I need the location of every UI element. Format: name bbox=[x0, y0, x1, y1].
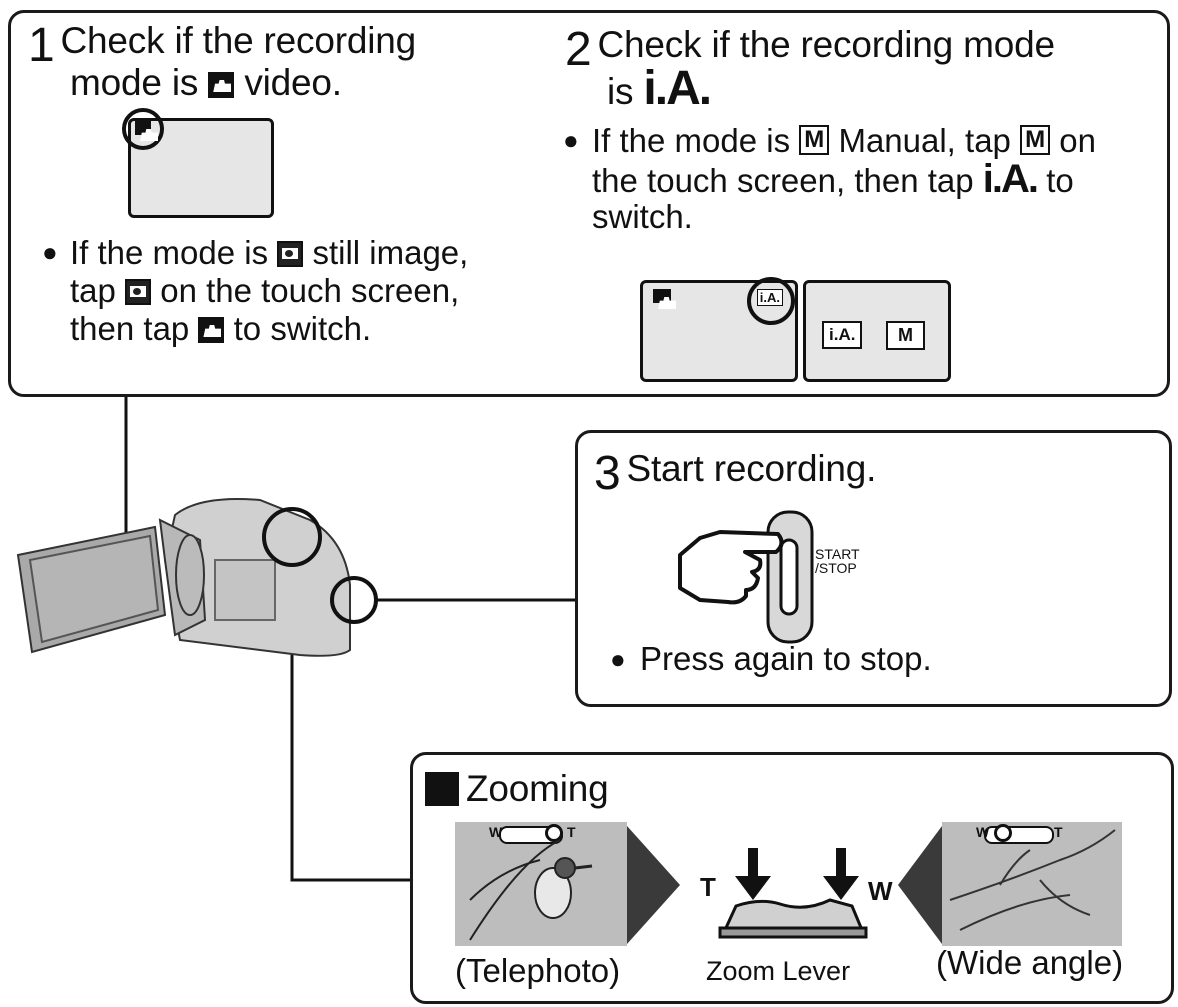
step2-bullet-line3: switch. bbox=[592, 198, 693, 235]
slider-w-label: W bbox=[976, 824, 990, 840]
text: tap bbox=[70, 272, 116, 309]
video-mode-icon bbox=[135, 121, 151, 135]
slider-knob bbox=[545, 824, 563, 842]
ia-mode-label: i.A. bbox=[982, 157, 1039, 201]
still-image-icon bbox=[277, 241, 304, 267]
video-mode-icon bbox=[653, 289, 671, 303]
ia-mode-button[interactable]: i.A. bbox=[822, 321, 863, 349]
step3-number: 3 bbox=[594, 447, 621, 500]
camcorder-icon bbox=[16, 498, 351, 657]
highlight-circle bbox=[122, 108, 164, 150]
manual-mode-icon: M bbox=[799, 125, 830, 155]
arrow-left-icon bbox=[898, 826, 942, 944]
step3-title: Start recording. bbox=[626, 448, 877, 489]
start-stop-button-icon bbox=[766, 510, 814, 644]
zoom-title-square bbox=[425, 772, 459, 806]
pointing-hand-icon bbox=[678, 530, 784, 605]
telephoto-label: (Telephoto) bbox=[455, 952, 621, 989]
text: If the mode is bbox=[70, 234, 269, 271]
text: on the touch screen, bbox=[160, 272, 460, 309]
zoom-t-label: T bbox=[700, 872, 716, 902]
arrow-right-icon bbox=[627, 826, 680, 944]
text: If the mode is bbox=[592, 122, 791, 159]
step2-bullet-line2: the touch screen, then tap i.A. to bbox=[592, 159, 1074, 199]
text: still image, bbox=[312, 234, 469, 271]
zoom-lever-label: Zoom Lever bbox=[706, 956, 851, 986]
step1-bullet-line1: If the mode is still image, bbox=[70, 236, 468, 270]
bird-illustration bbox=[469, 839, 593, 941]
bullet-dot: ● bbox=[563, 125, 579, 155]
zoom-lever-icon bbox=[718, 898, 868, 939]
video-mode-icon bbox=[208, 72, 235, 98]
start-stop-highlight-circle bbox=[330, 576, 378, 624]
down-arrow-icon bbox=[735, 848, 771, 900]
step1-bullet-line2: tap on the touch screen, bbox=[70, 274, 459, 308]
text: to switch. bbox=[233, 310, 372, 347]
m-glyph: M bbox=[1022, 126, 1049, 153]
highlight-circle bbox=[747, 277, 795, 325]
tree-branches-illustration bbox=[949, 829, 1116, 931]
text: to bbox=[1046, 162, 1074, 199]
zoom-title: Zooming bbox=[466, 768, 609, 809]
step2-mode-select-screen: i.A. M bbox=[803, 280, 951, 382]
step1-line2-end: video. bbox=[244, 62, 342, 103]
step1-bullet-line3: then tap to switch. bbox=[70, 312, 371, 346]
step1-line2-text: mode is bbox=[70, 62, 199, 103]
text: the touch screen, then tap bbox=[592, 162, 974, 199]
step2-lcd-screen: i.A. bbox=[640, 277, 798, 382]
step2-bullet-line1: If the mode is M Manual, tap M on bbox=[592, 124, 1096, 158]
m-glyph: M bbox=[801, 126, 828, 153]
step1-line2: mode is video. bbox=[70, 64, 342, 102]
wide-angle-image: W T bbox=[942, 822, 1122, 946]
text: is bbox=[607, 71, 634, 112]
manual-mode-icon: M bbox=[1020, 125, 1051, 155]
label-line: START bbox=[815, 546, 860, 562]
slider-knob bbox=[994, 824, 1012, 842]
down-arrow-icon bbox=[823, 848, 859, 900]
still-image-icon bbox=[125, 279, 152, 305]
step3-bullet: Press again to stop. bbox=[640, 640, 932, 677]
zoom-w-label: W bbox=[868, 876, 893, 906]
slider-t-label: T bbox=[1054, 824, 1063, 840]
label-line: /STOP bbox=[815, 560, 857, 576]
start-stop-button-label: START /STOP bbox=[815, 547, 860, 575]
step1-line1: Check if the recording bbox=[60, 20, 417, 61]
bullet-dot: ● bbox=[42, 237, 58, 267]
video-mode-icon bbox=[198, 317, 225, 343]
step2-line1: Check if the recording mode bbox=[597, 24, 1056, 65]
step2-line2: is i.A. bbox=[607, 65, 712, 113]
slider-t-label: T bbox=[567, 824, 576, 840]
text: then tap bbox=[70, 310, 190, 347]
step1-number: 1 bbox=[28, 19, 55, 72]
text: on bbox=[1059, 122, 1096, 159]
step3-panel bbox=[575, 430, 1172, 707]
wide-angle-label: (Wide angle) bbox=[936, 944, 1124, 981]
zoom-lever-highlight-circle bbox=[262, 507, 322, 567]
manual-mode-button[interactable]: M bbox=[886, 321, 925, 350]
text: Manual, tap bbox=[838, 122, 1011, 159]
step2-number: 2 bbox=[565, 23, 592, 76]
ia-mode-label: i.A. bbox=[643, 62, 712, 115]
slider-w-label: W bbox=[489, 824, 503, 840]
bullet-dot: ● bbox=[610, 644, 626, 674]
